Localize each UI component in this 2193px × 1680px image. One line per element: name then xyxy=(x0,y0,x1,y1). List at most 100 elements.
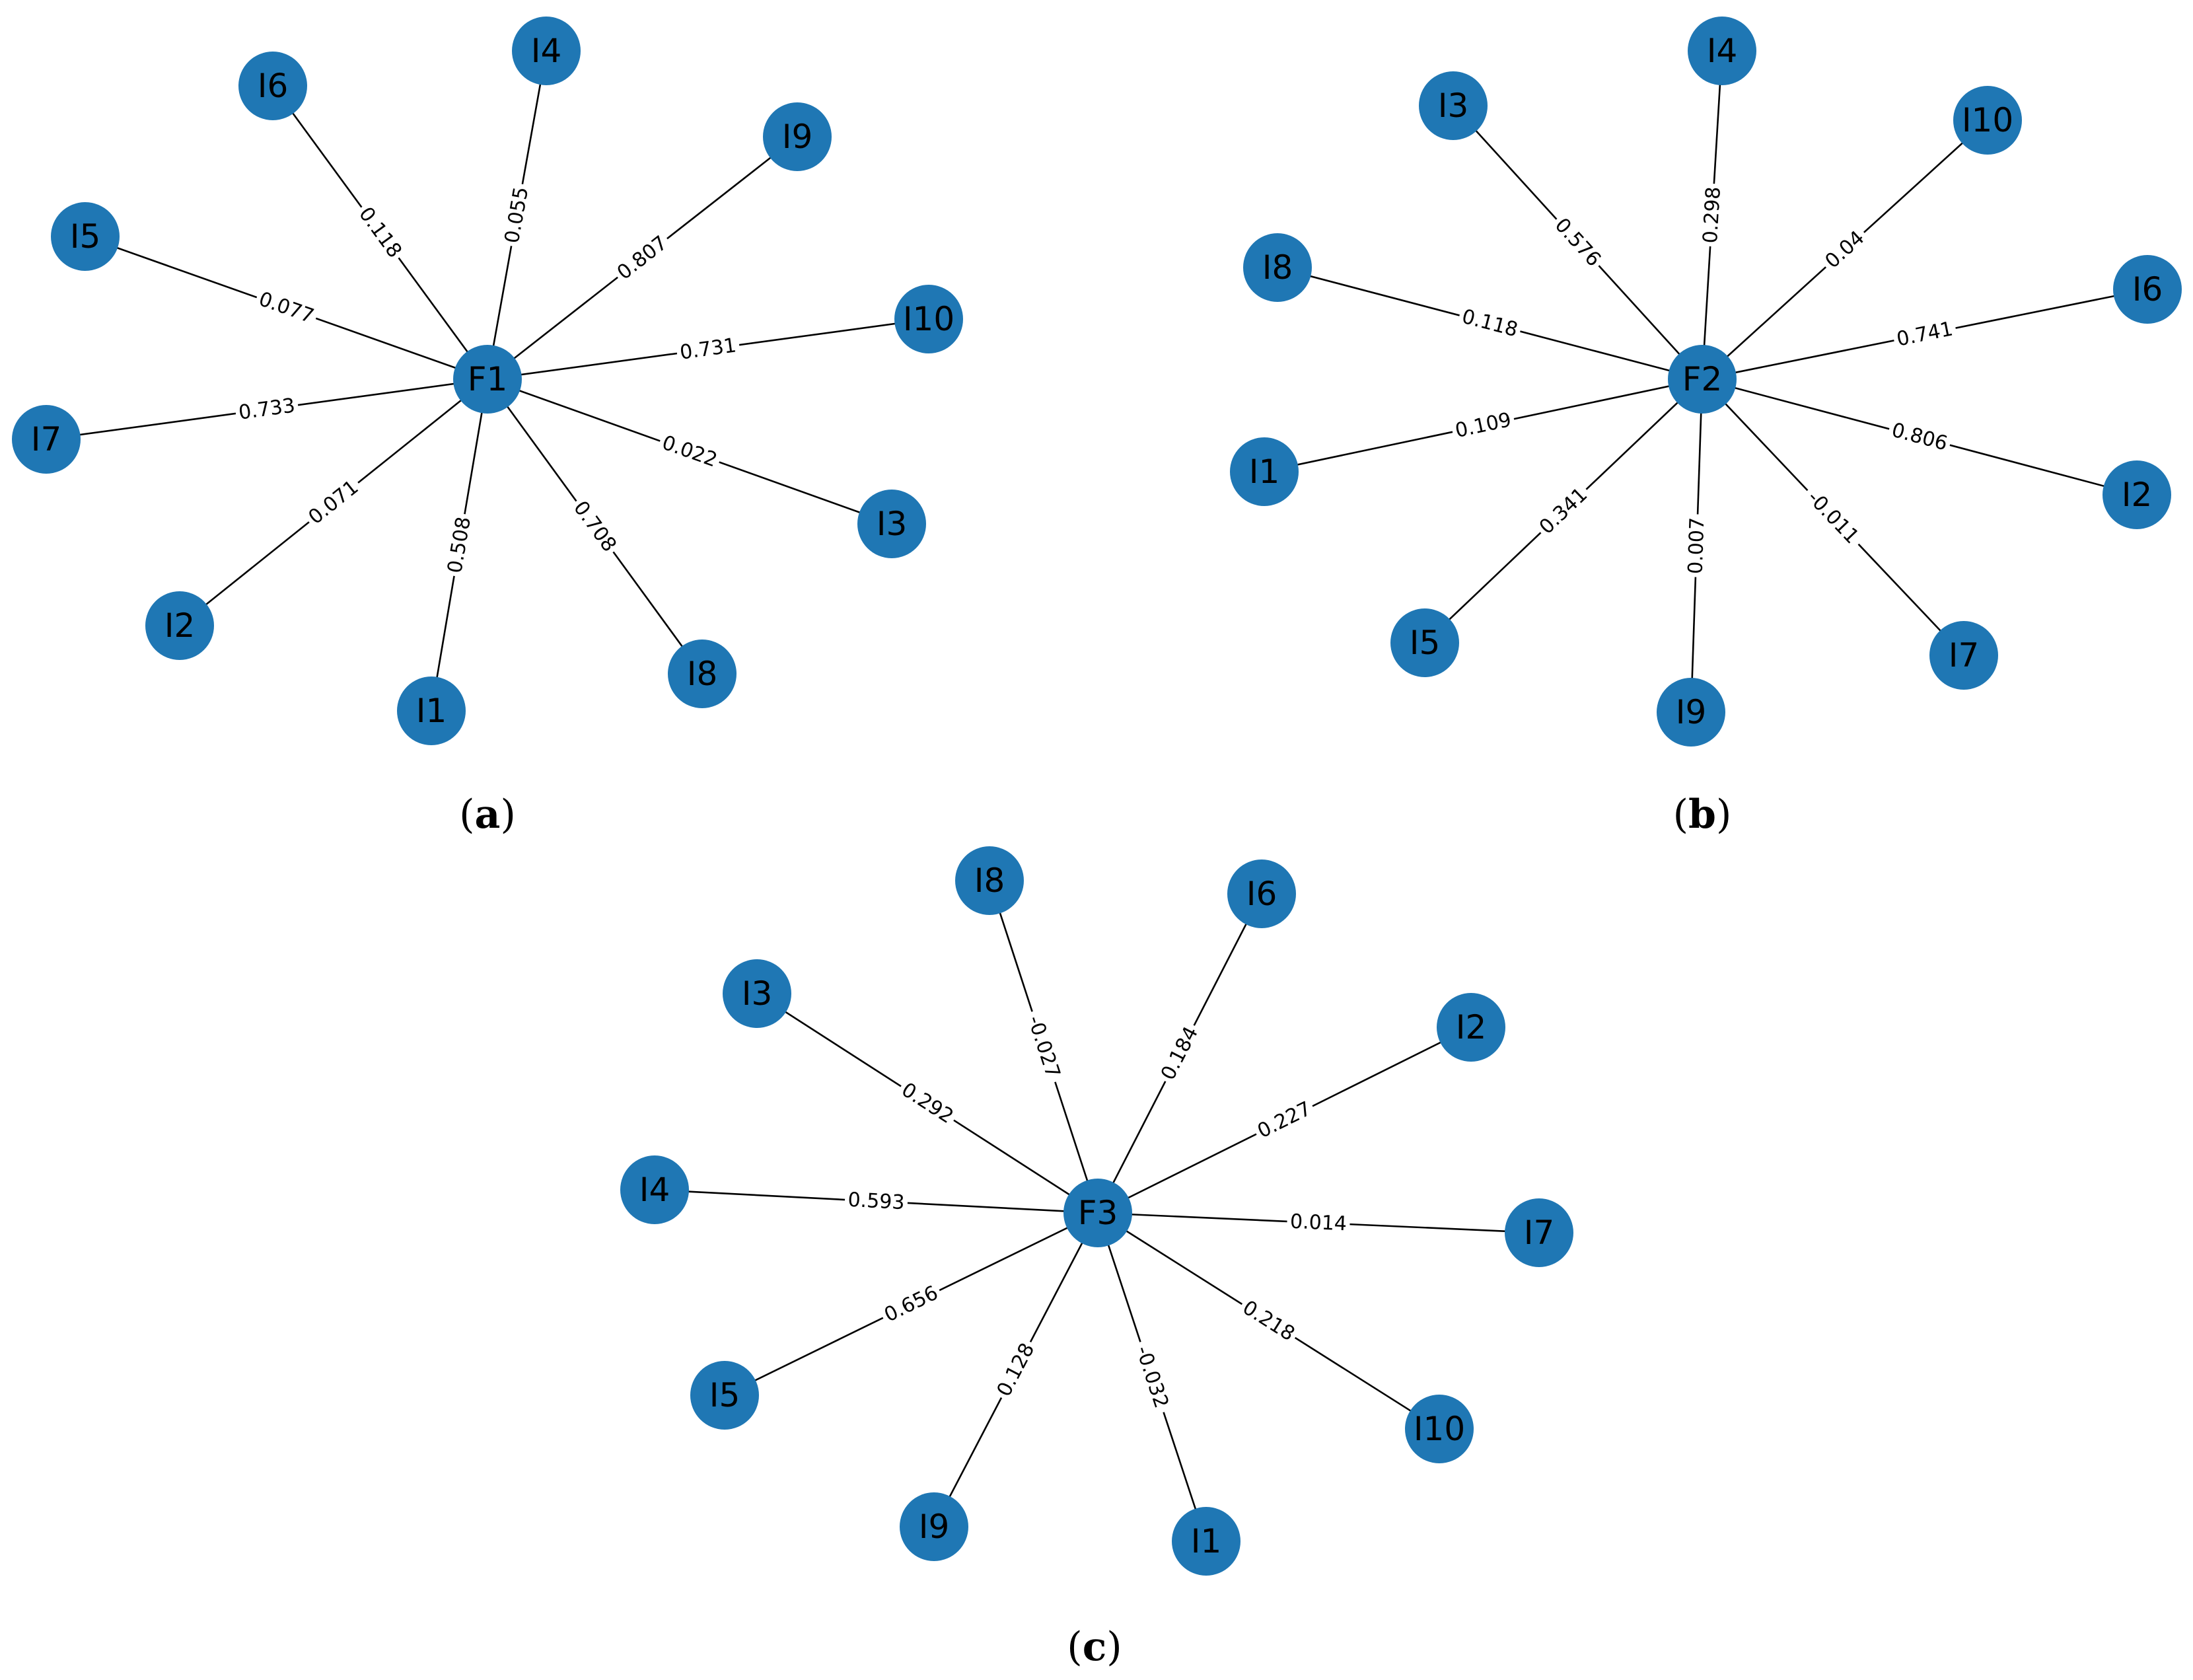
caption-c: (c) xyxy=(1067,1624,1122,1670)
weight-label-background xyxy=(1154,1019,1205,1087)
node-circle xyxy=(1243,233,1312,302)
node-circle xyxy=(1063,1179,1132,1247)
node-circle xyxy=(1668,345,1737,414)
edge-weight-text: 0.733 xyxy=(237,394,297,424)
node-circle xyxy=(238,52,307,120)
edge-weight-label: 0.731 xyxy=(675,332,741,366)
node-circle xyxy=(763,102,832,171)
weight-label-background xyxy=(1532,480,1595,542)
edge-weight-text: 0.218 xyxy=(1239,1296,1299,1346)
node-label: I6 xyxy=(258,67,289,105)
edge-weight-label: 0.298 xyxy=(1698,182,1727,248)
edge-weight-text: 0.731 xyxy=(678,334,738,364)
node-label: F3 xyxy=(1078,1194,1118,1232)
weight-label-background xyxy=(566,493,624,560)
caption-b: (b) xyxy=(1673,791,1732,838)
weight-label-background xyxy=(1817,223,1873,277)
edge-weight-label: 0.184 xyxy=(1154,1019,1205,1087)
weight-label-background xyxy=(301,472,366,532)
node-label: I5 xyxy=(1410,624,1441,662)
node-circle xyxy=(1172,1507,1240,1576)
edge-weight-text: 0.077 xyxy=(256,287,317,328)
node-label: I6 xyxy=(2132,270,2163,309)
weight-label-background xyxy=(877,1279,945,1329)
node-label: I1 xyxy=(1191,1522,1222,1560)
item-node-i3: I3 xyxy=(1419,71,1488,140)
item-node-i9: I9 xyxy=(900,1492,968,1561)
weight-label-background xyxy=(1456,303,1524,344)
edge-weight-text: -0.027 xyxy=(1023,1013,1064,1081)
node-label: I2 xyxy=(164,606,196,645)
node-label: I4 xyxy=(639,1171,670,1209)
item-node-i1: I1 xyxy=(397,676,466,745)
node-label: I8 xyxy=(1262,248,1293,287)
edge-weight-label: 0.508 xyxy=(441,511,478,579)
item-node-i2: I2 xyxy=(145,591,214,660)
edge-weight-text: 0.071 xyxy=(305,476,363,529)
node-label: I4 xyxy=(531,32,562,70)
node-label: I5 xyxy=(709,1376,740,1414)
weight-label-background xyxy=(1250,1095,1318,1146)
edge-weight-label: 0.807 xyxy=(610,229,675,287)
item-node-i5: I5 xyxy=(51,202,120,271)
weight-label-background xyxy=(234,392,300,426)
item-node-i5: I5 xyxy=(1390,608,1459,677)
node-circle xyxy=(1688,17,1756,85)
item-node-i7: I7 xyxy=(1929,621,1998,690)
node-circle xyxy=(1929,621,1998,690)
weight-label-background xyxy=(499,182,535,248)
weight-label-background xyxy=(1286,1208,1351,1237)
edge-weight-text: 0.055 xyxy=(501,185,534,245)
item-node-i10: I10 xyxy=(894,285,963,353)
item-node-i10: I10 xyxy=(1953,86,2022,155)
node-label: I1 xyxy=(416,692,447,730)
caption-a: (a) xyxy=(459,791,516,838)
edge-weight-text: 0.593 xyxy=(847,1188,906,1214)
node-label: I10 xyxy=(903,300,954,338)
item-node-i4: I4 xyxy=(620,1155,689,1224)
edge-weight-label: 0.741 xyxy=(1891,315,1959,353)
item-node-i1: I1 xyxy=(1172,1507,1240,1576)
weight-label-background xyxy=(351,200,409,266)
edge-weight-label: 0.341 xyxy=(1532,480,1595,542)
node-circle xyxy=(690,1361,759,1430)
weight-label-background xyxy=(441,511,478,579)
item-node-i1: I1 xyxy=(1230,437,1299,506)
node-label: I3 xyxy=(877,505,908,543)
edge-weight-label: 0.292 xyxy=(894,1076,961,1131)
node-label: I9 xyxy=(919,1508,950,1546)
edge-weight-label: 0.118 xyxy=(351,200,409,266)
node-circle xyxy=(1390,608,1459,677)
edge-weight-text: 0.298 xyxy=(1699,186,1725,244)
node-circle xyxy=(2113,255,2182,324)
weight-label-background xyxy=(1450,406,1517,445)
edge-weight-text: 0.292 xyxy=(897,1078,957,1128)
item-node-i3: I3 xyxy=(857,490,926,558)
node-label: I9 xyxy=(782,118,813,156)
item-node-i9: I9 xyxy=(1657,678,1725,747)
node-label: I2 xyxy=(1456,1008,1487,1046)
item-node-i2: I2 xyxy=(1437,993,1505,1062)
node-circle xyxy=(857,490,926,558)
edge-weight-text: -0.032 xyxy=(1131,1343,1173,1411)
node-label: I3 xyxy=(1438,87,1469,125)
edge-weight-label: 0.806 xyxy=(1886,416,1953,458)
node-circle xyxy=(1419,71,1488,140)
edge-weight-text: 0.576 xyxy=(1550,213,1606,271)
node-circle xyxy=(397,676,466,745)
item-node-i10: I10 xyxy=(1405,1395,1474,1463)
node-label: I1 xyxy=(1249,453,1280,491)
weight-label-background xyxy=(1020,1007,1067,1086)
node-circle xyxy=(900,1492,968,1561)
edge-weight-label: 0.118 xyxy=(1456,303,1524,344)
edge-weight-text: 0.508 xyxy=(443,515,476,575)
node-label: I2 xyxy=(2122,476,2153,514)
weight-label-background xyxy=(1886,416,1953,458)
edge-weight-label: -0.032 xyxy=(1128,1338,1176,1416)
edge-weight-text: 0.227 xyxy=(1254,1097,1314,1144)
edge-weight-text: 0.014 xyxy=(1289,1210,1347,1236)
